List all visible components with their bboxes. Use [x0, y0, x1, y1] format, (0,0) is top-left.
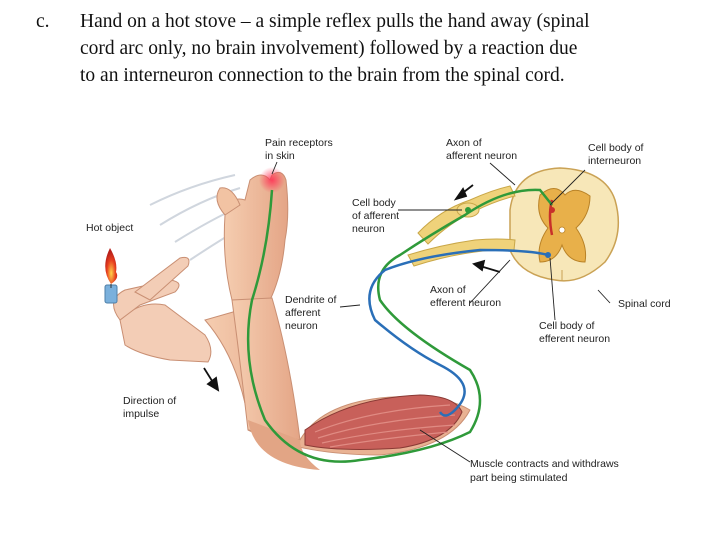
afferent-neuron-path [246, 188, 553, 463]
label-dendrite-afferent: Dendrite of afferent neuron [285, 294, 339, 332]
label-hot-object: Hot object [86, 222, 133, 234]
spinal-cord-section [509, 167, 620, 282]
leader-lines [271, 161, 611, 463]
candle-hot-object [104, 248, 118, 304]
efferent-cell-body-dot [545, 252, 551, 258]
paragraph-line-2: cord arc only, no brain involvement) fol… [80, 38, 578, 59]
paragraph-line-3: to an interneuron connection to the brai… [80, 65, 565, 86]
list-marker: c. [36, 11, 50, 32]
direction-arrows [203, 184, 501, 392]
label-muscle: Muscle contracts and withdraws part bein… [470, 458, 622, 484]
paragraph-line-1: Hand on a hot stove – a simple reflex pu… [80, 11, 590, 32]
muscle-illustration [304, 394, 463, 450]
label-axon-afferent: Axon of afferent neuron [446, 137, 517, 162]
label-direction-impulse: Direction of impulse [123, 395, 179, 420]
label-axon-efferent: Axon of efferent neuron [430, 284, 501, 309]
label-pain-receptors: Pain receptors in skin [265, 137, 336, 162]
label-cell-body-efferent: Cell body of efferent neuron [539, 320, 610, 345]
afferent-cell-body-dot [465, 207, 471, 213]
label-spinal-cord: Spinal cord [618, 298, 671, 310]
pain-receptor-glow [259, 167, 285, 193]
label-cell-body-afferent: Cell body of afferent neuron [352, 197, 402, 235]
label-cell-body-interneuron: Cell body of interneuron [588, 142, 646, 167]
efferent-neuron-path [368, 248, 549, 417]
